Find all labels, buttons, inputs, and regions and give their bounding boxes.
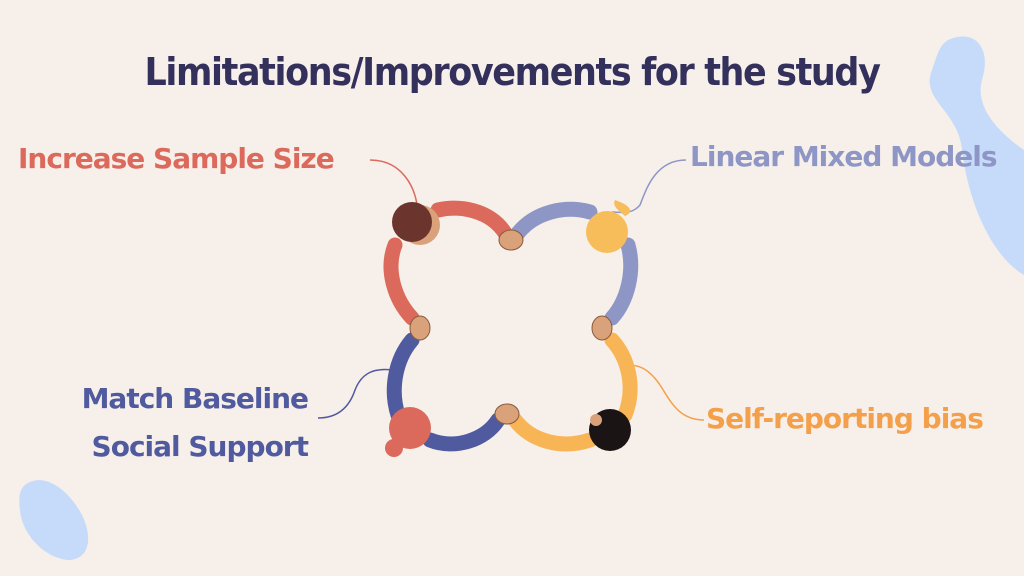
head-bottom-right: [589, 409, 631, 451]
connector-line-top-right: [611, 159, 687, 214]
arm-orange: [507, 332, 638, 452]
blob-bottom-left: [19, 480, 89, 560]
label-increase-sample-size: Increase Sample Size: [18, 142, 335, 175]
hand-bottom: [494, 403, 520, 425]
connector-line-bottom-right: [627, 364, 705, 421]
hands: [409, 229, 613, 425]
label-line-2: Social Support: [91, 430, 309, 463]
head-top-left: [392, 202, 440, 245]
page-title: Limitations/Improvements for the study: [144, 50, 880, 94]
arm-lavender: [510, 201, 639, 326]
connector-line-bottom-left: [317, 368, 393, 419]
hand-left: [409, 315, 431, 341]
head-top-right: [586, 200, 631, 253]
arm-red: [383, 200, 513, 326]
label-line-1: Match Baseline: [81, 382, 309, 415]
arm-navy: [386, 332, 506, 452]
head-bottom-left: [385, 407, 431, 457]
label-match-baseline-social-support: Match Baseline Social Support: [81, 375, 309, 471]
hand-top: [498, 229, 524, 251]
label-self-reporting-bias: Self-reporting bias: [706, 402, 984, 435]
hand-right: [591, 315, 613, 341]
label-linear-mixed-models: Linear Mixed Models: [690, 140, 998, 173]
